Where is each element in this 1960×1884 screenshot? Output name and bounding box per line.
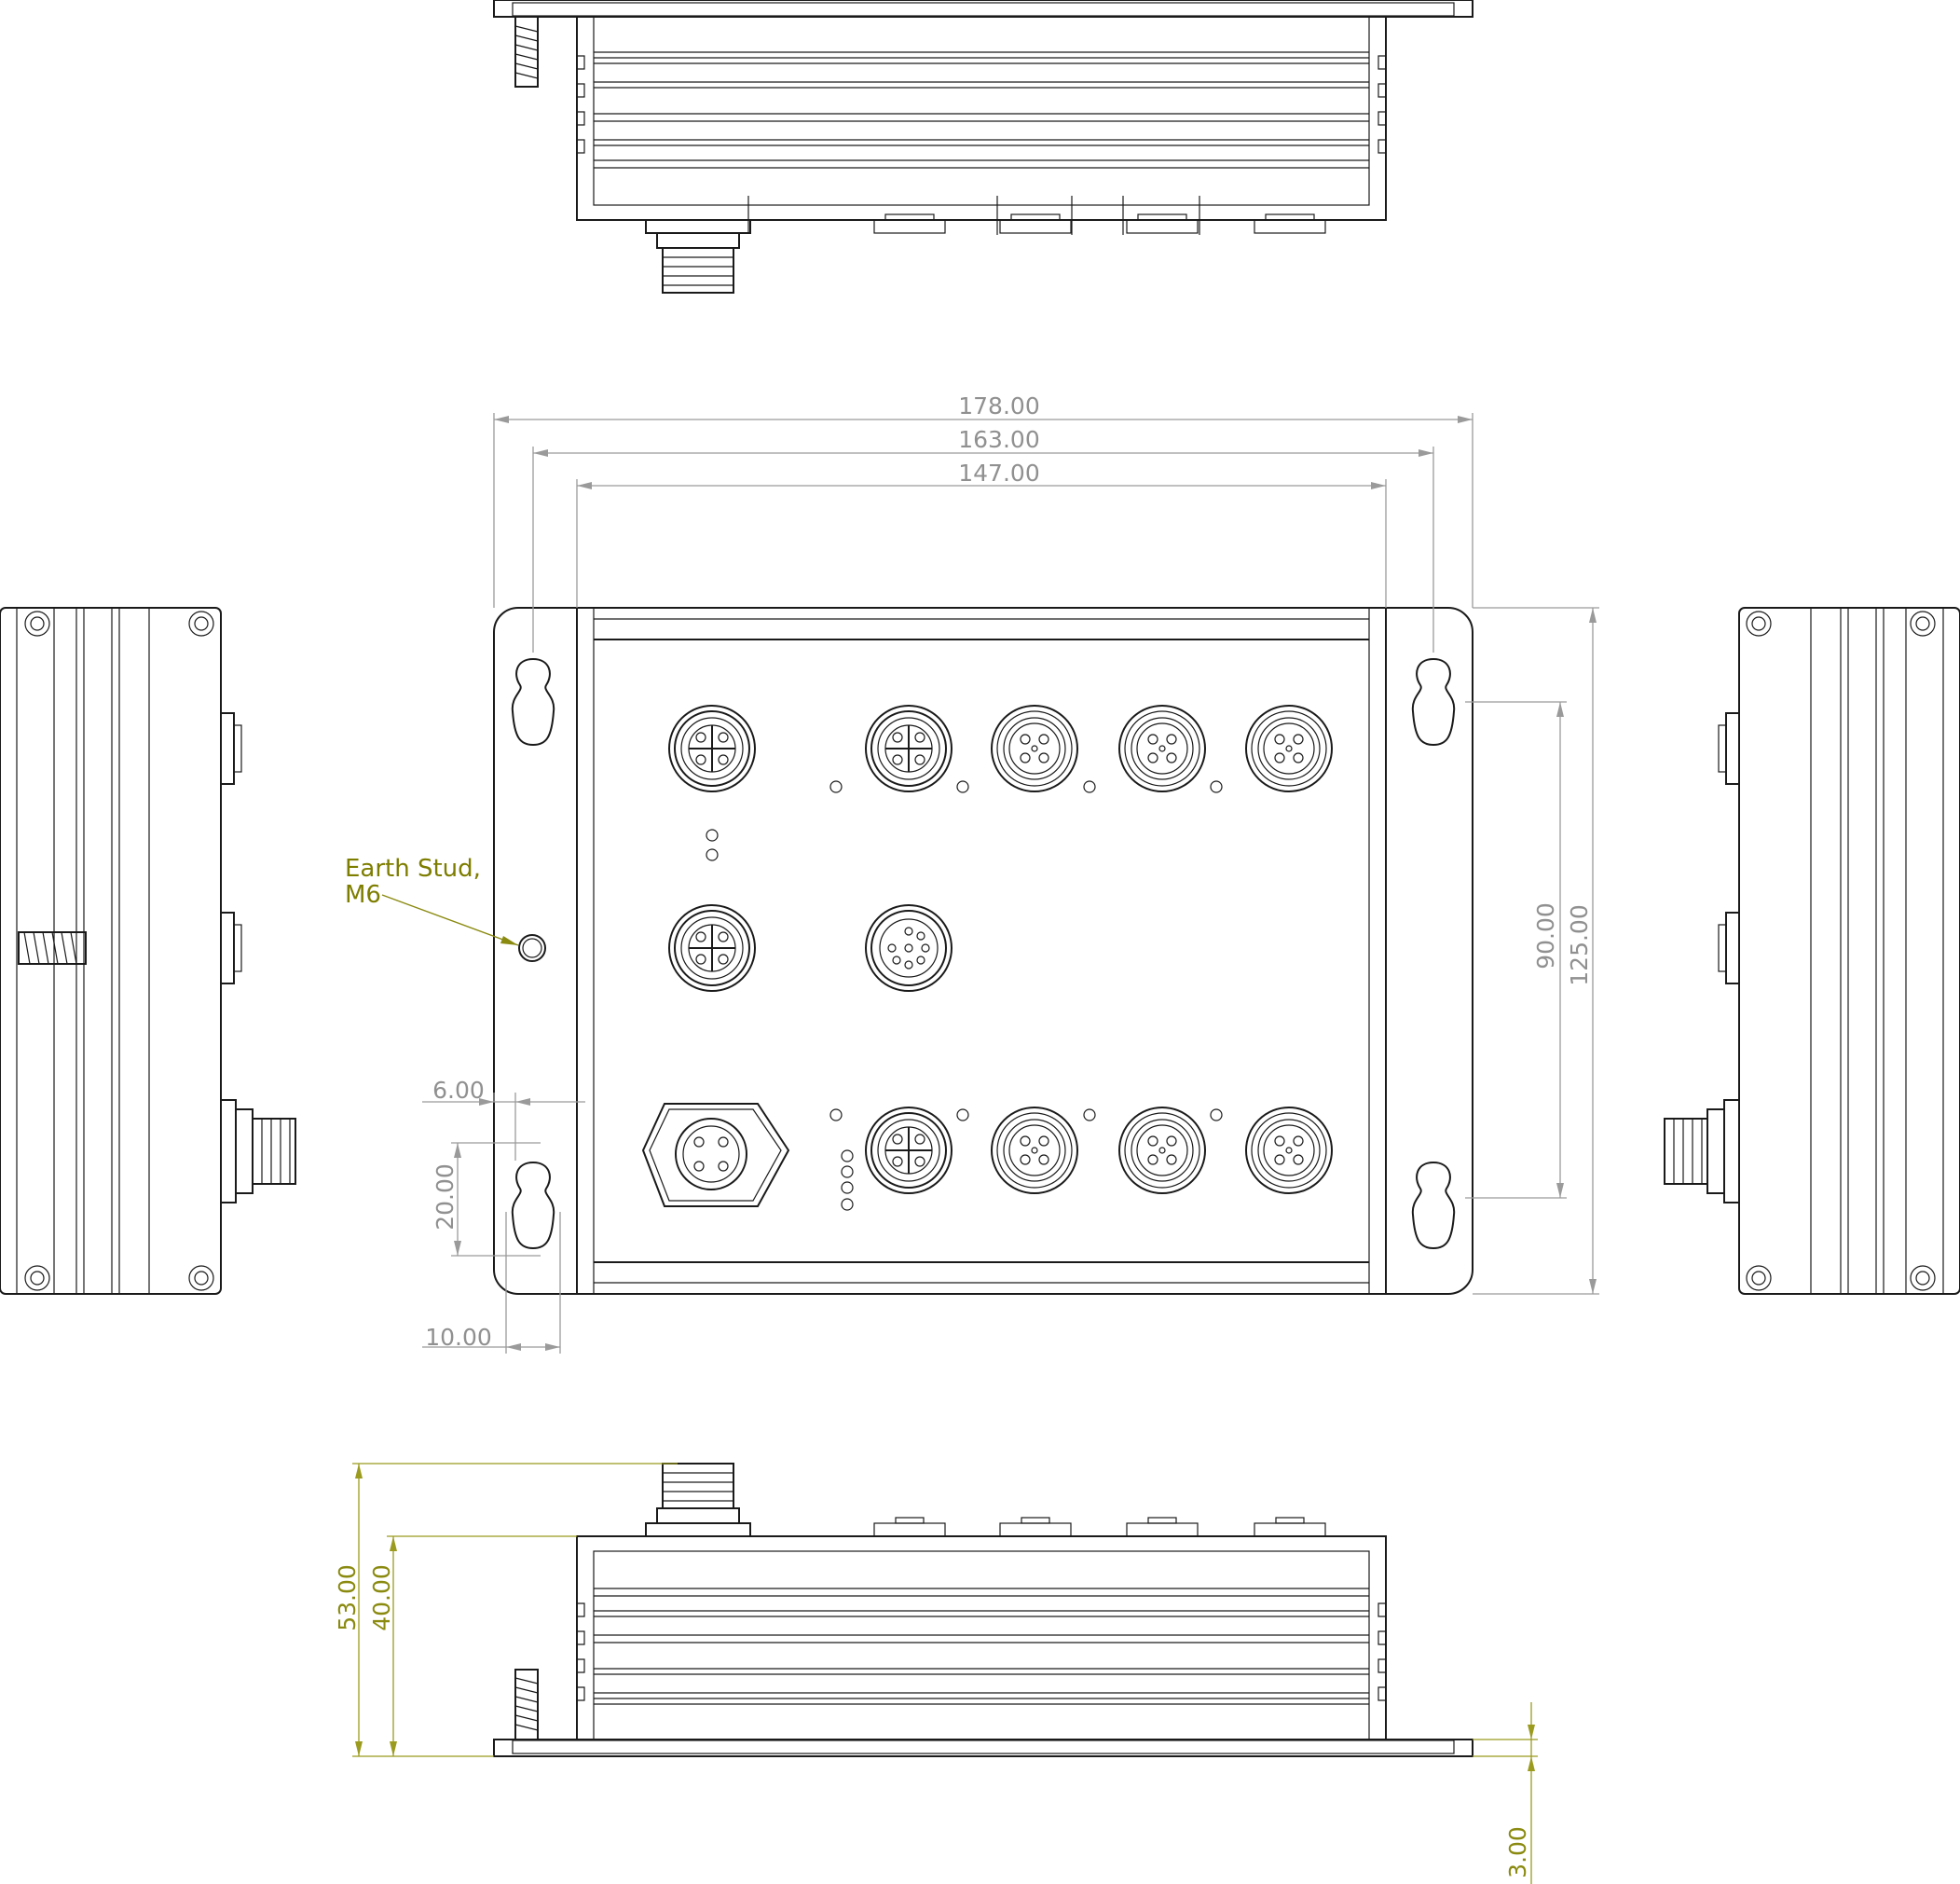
connector-icon [668,904,756,992]
height-dimensions: 53.00 40.00 3.00 [334,1463,1538,1884]
connector-icon [991,705,1078,792]
plan-view [493,607,1473,1295]
callout-earth-stud-label: Earth Stud, [345,855,481,883]
bottom-view [493,1463,1473,1757]
connector-icon [1118,705,1206,792]
mounting-slot-icon [1411,1162,1456,1249]
dim-overall-length: 178.00 [958,392,1039,419]
connector-icon [1245,1107,1333,1194]
connector-icon [865,705,953,792]
dim-mounting-pitch: 163.00 [958,426,1039,453]
left-side-view [0,607,296,1295]
dim-hole-spacing: 90.00 [1532,902,1559,970]
dim-body-height: 40.00 [368,1564,395,1631]
dim-overall-height: 53.00 [334,1564,361,1631]
earth-stud-icon [518,934,546,962]
top-view [493,0,1473,294]
mounting-slot-icon [511,1162,555,1249]
connector-icon [865,1107,953,1194]
dimensions: 178.00 163.00 147.00 125.00 90.00 [422,392,1599,1354]
led-indicators [706,780,1223,1211]
power-connector-icon [641,1103,790,1207]
connector-icon [668,705,756,792]
earth-stud-callout: Earth Stud, M6 [345,855,519,946]
mounting-slot-icon [1411,658,1456,746]
dim-flange-edge: 6.00 [432,1077,485,1104]
dim-slot-offset: 10.00 [425,1324,492,1351]
connector-icon [865,904,953,992]
dim-slot-length: 20.00 [432,1163,459,1231]
connector-icon [991,1107,1078,1194]
dim-flange-thickness: 3.00 [1504,1826,1531,1878]
dim-body-length: 147.00 [958,460,1039,487]
connector-icon [1118,1107,1206,1194]
mounting-slot-icon [511,658,555,746]
callout-earth-stud-size: M6 [345,881,381,909]
right-side-view [1664,607,1960,1295]
dim-overall-width: 125.00 [1566,904,1593,985]
connector-icon [1245,705,1333,792]
